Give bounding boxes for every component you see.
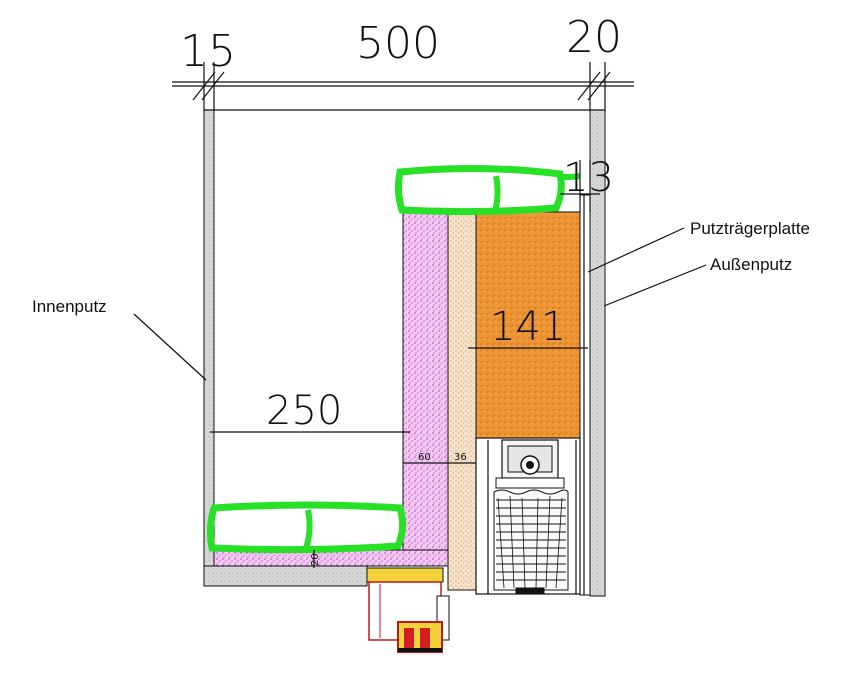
dimension-36: 36: [454, 452, 467, 463]
inner-plaster-bottom: [203, 565, 368, 587]
roller-mechanism: [495, 439, 565, 489]
dimension-15: 15: [180, 26, 236, 77]
innenputz-label: Innenputz: [32, 297, 107, 316]
pink-insulation-vertical: [402, 211, 449, 553]
dimension-13: 13: [563, 155, 614, 201]
putztraegerplatte-leader: [587, 227, 685, 273]
dimension-13-lines: [560, 160, 600, 212]
dimension-60: 60: [418, 452, 431, 463]
putztraegerplatte-label: Putzträgerplatte: [690, 219, 810, 238]
render-carrier-board: [579, 194, 591, 596]
top-dimension-line: [172, 62, 634, 112]
dimension-20-small: 20: [310, 553, 321, 566]
aussenputz-leader: [603, 264, 707, 307]
shutter-slats: [493, 489, 569, 595]
wood-layer: [447, 211, 477, 591]
innenputz-leader: [133, 313, 207, 381]
green-highlight-top: [394, 164, 581, 216]
dimension-141: 141: [490, 304, 566, 350]
window-frame: [366, 567, 450, 653]
dimension-250: 250: [266, 388, 342, 434]
dimension-20: 20: [566, 12, 622, 63]
green-highlight-bottom: [206, 501, 407, 554]
aussenputz-label: Außenputz: [710, 255, 792, 274]
dimension-500: 500: [356, 18, 440, 69]
